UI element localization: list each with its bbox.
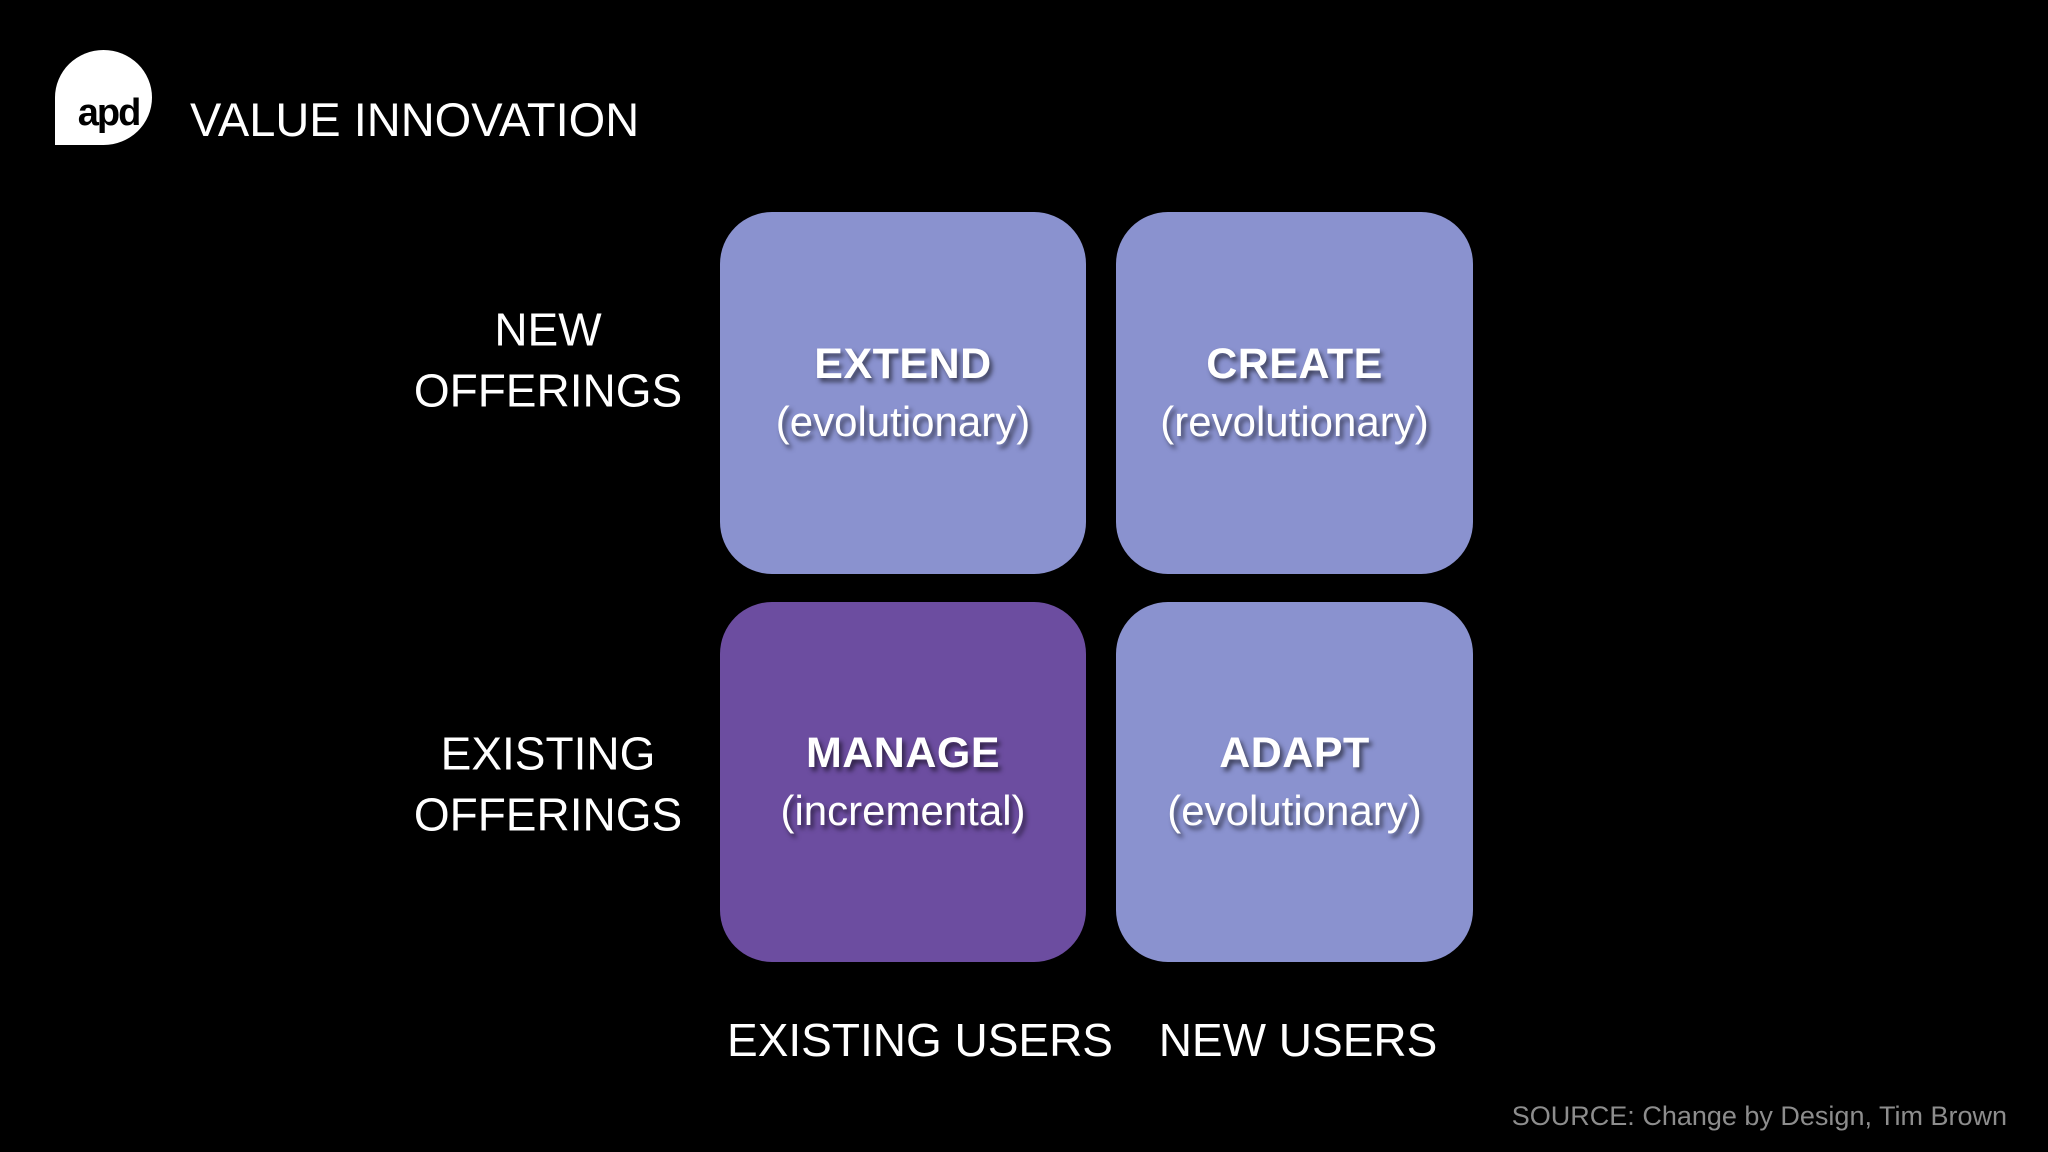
- quadrant-qualifier: (revolutionary): [1160, 398, 1429, 445]
- row-label-line: EXISTING: [440, 727, 656, 780]
- quadrant-extend: EXTEND (evolutionary): [720, 212, 1086, 574]
- quadrant-qualifier: (evolutionary): [775, 398, 1031, 445]
- row-label-existing-offerings: EXISTING OFFERINGS: [414, 723, 682, 844]
- row-label-line: OFFERINGS: [413, 788, 683, 840]
- quadrant-create: CREATE (revolutionary): [1116, 212, 1473, 574]
- row-label-line: NEW: [494, 303, 602, 356]
- quadrant-qualifier: (evolutionary): [1167, 787, 1422, 834]
- row-label-new-offerings: NEW OFFERINGS: [414, 299, 682, 420]
- quadrant-adapt: ADAPT (evolutionary): [1116, 602, 1473, 962]
- apd-logo: apd: [55, 50, 152, 145]
- quadrant-name: ADAPT: [1219, 729, 1370, 777]
- col-label-new-users: NEW USERS: [1158, 1014, 1438, 1066]
- quadrant-manage: MANAGE (incremental): [720, 602, 1086, 962]
- quadrant-qualifier: (incremental): [780, 787, 1026, 834]
- quadrant-name: EXTEND: [814, 340, 992, 388]
- page-title: VALUE INNOVATION: [190, 93, 640, 146]
- source-attribution: SOURCE: Change by Design, Tim Brown: [1511, 1101, 2007, 1131]
- row-label-line: OFFERINGS: [413, 364, 683, 416]
- apd-logo-text: apd: [77, 92, 142, 134]
- col-label-existing-users: EXISTING USERS: [727, 1014, 1113, 1066]
- quadrant-name: MANAGE: [805, 729, 1001, 777]
- quadrant-name: CREATE: [1206, 340, 1383, 388]
